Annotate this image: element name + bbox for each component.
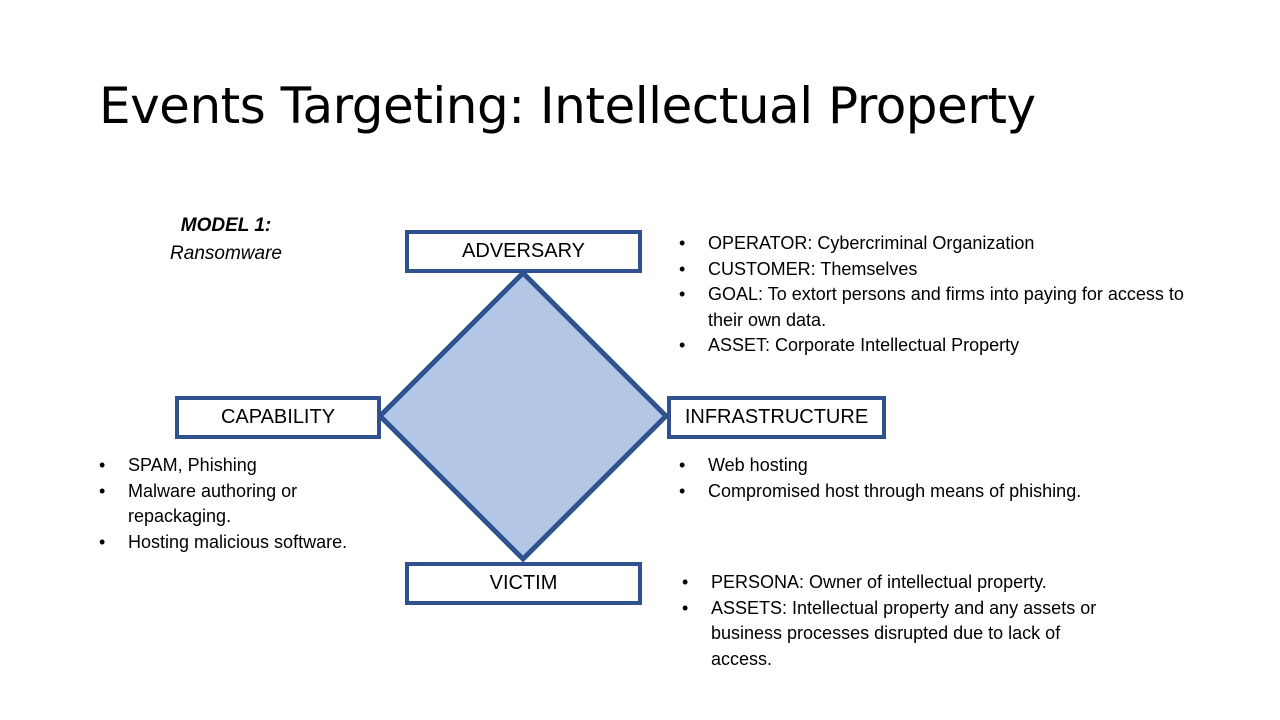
adversary-label: ADVERSARY (461, 240, 585, 262)
victim-box: VICTIM (405, 562, 642, 605)
list-item: CUSTOMER: Themselves (677, 257, 1187, 283)
list-item: Hosting malicious software. (97, 530, 387, 556)
diamond-shape (376, 269, 670, 563)
model-name: Ransomware (170, 243, 282, 264)
capability-notes: SPAM, Phishing Malware authoring or repa… (97, 453, 387, 555)
list-item: GOAL: To extort persons and firms into p… (677, 282, 1187, 333)
model-heading: MODEL 1: (180, 215, 272, 236)
victim-label: VICTIM (489, 572, 558, 594)
capability-box: CAPABILITY (175, 396, 381, 439)
infrastructure-notes: Web hosting Compromised host through mea… (677, 453, 1147, 504)
infrastructure-label: INFRASTRUCTURE (684, 406, 869, 428)
adversary-notes: OPERATOR: Cybercriminal Organization CUS… (677, 231, 1187, 359)
list-item: Malware authoring or repackaging. (97, 479, 387, 530)
victim-notes: PERSONA: Owner of intellectual property.… (680, 570, 1105, 672)
capability-label: CAPABILITY (220, 406, 336, 428)
list-item: OPERATOR: Cybercriminal Organization (677, 231, 1187, 257)
list-item: Web hosting (677, 453, 1147, 479)
infrastructure-box: INFRASTRUCTURE (667, 396, 886, 439)
list-item: Compromised host through means of phishi… (677, 479, 1147, 505)
list-item: PERSONA: Owner of intellectual property. (680, 570, 1105, 596)
list-item: ASSETS: Intellectual property and any as… (680, 596, 1105, 673)
model-label: MODEL 1: Ransomware (150, 212, 302, 268)
list-item: ASSET: Corporate Intellectual Property (677, 333, 1187, 359)
list-item: SPAM, Phishing (97, 453, 387, 479)
adversary-box: ADVERSARY (405, 230, 642, 273)
slide-title: Events Targeting: Intellectual Property (99, 77, 1036, 135)
